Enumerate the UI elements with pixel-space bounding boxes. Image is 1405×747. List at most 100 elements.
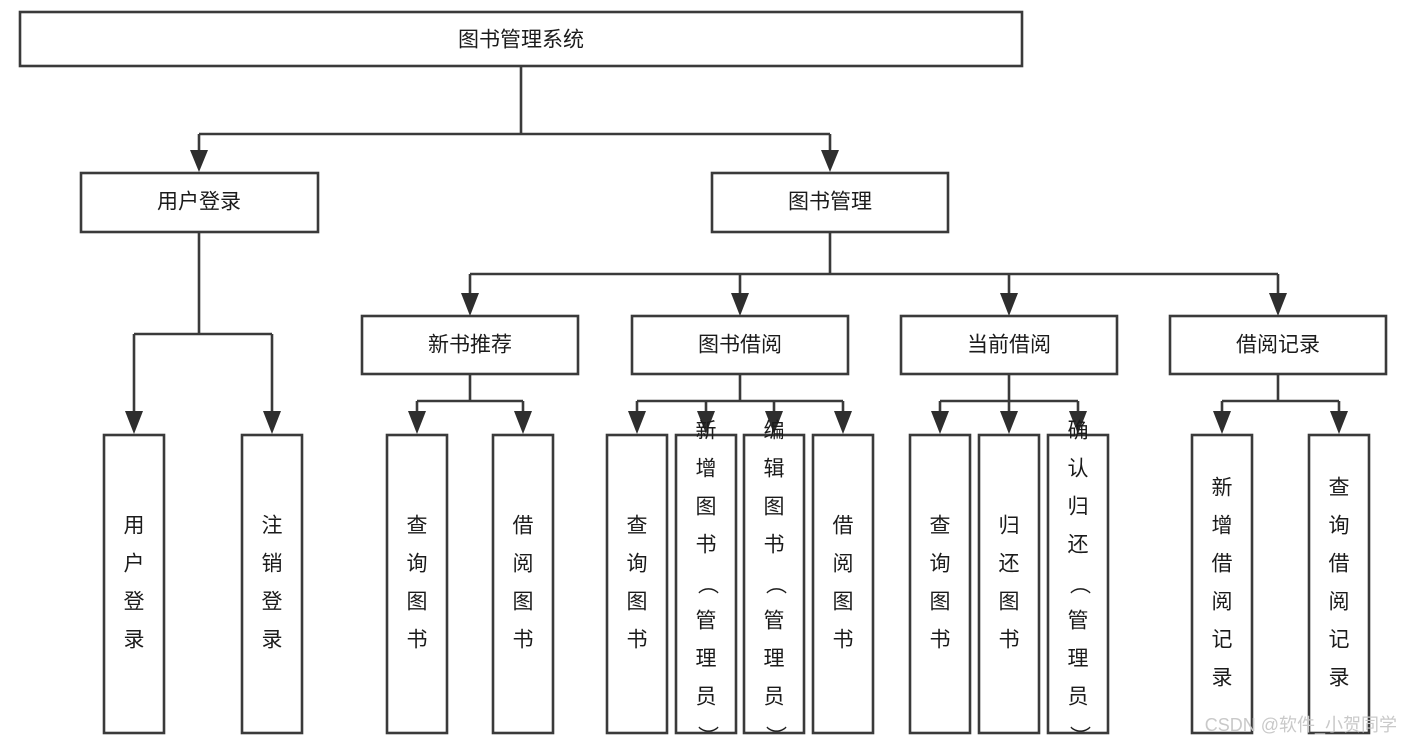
svg-text:用: 用 [124,515,145,538]
leaf-new-book-0-box[interactable] [385,433,449,735]
svg-text:查: 查 [627,515,648,538]
node-book-manage-box[interactable] [710,171,950,234]
leaf-book-borrow-1-box[interactable] [674,433,738,735]
watermark-label: CSDN @软件_小贺同学 [1205,715,1397,736]
svg-text:查: 查 [407,515,428,538]
node-book-manage-label: 图书管理 [788,191,872,214]
svg-text:书: 书 [627,629,648,652]
node-user-login[interactable]: 用户登录 [79,171,320,234]
leaf-new-book-1-box[interactable] [491,433,555,735]
svg-text:员: 员 [696,686,717,709]
arrow-icon-bookborrow-child-2 [697,411,715,434]
node-new-book-recommend-box[interactable] [360,314,580,376]
leaf-book-borrow-0-box[interactable] [605,433,669,735]
svg-text:理: 理 [696,648,717,671]
svg-text:借: 借 [1329,553,1350,576]
svg-text:管: 管 [1068,610,1089,633]
svg-text:借: 借 [1212,553,1233,576]
svg-text:图: 图 [407,591,428,614]
arrow-icon-bookborrow-child-1 [628,411,646,434]
node-borrow-record-label: 借阅记录 [1236,334,1320,357]
arrow-icon-currentborrow-child-2 [1000,411,1018,434]
svg-text:归: 归 [1068,496,1089,519]
node-root-system[interactable]: 图书管理系统 [18,10,1024,68]
node-borrow-record[interactable]: 借阅记录 [1168,314,1388,376]
leaf-book-borrow-2-box[interactable] [742,433,806,735]
leaf-user-login-0-box[interactable] [102,433,166,735]
svg-text:询: 询 [930,553,951,576]
svg-text:阅: 阅 [513,553,534,576]
svg-text:登: 登 [124,591,145,614]
leaf-user-login-1-box[interactable] [240,433,304,735]
svg-text:）: ） [695,726,718,747]
node-root-system-box[interactable] [18,10,1024,68]
node-current-borrow-box[interactable] [899,314,1119,376]
svg-text:管: 管 [696,610,717,633]
leaf-user-login-0[interactable]: 用户登录 [102,433,166,735]
svg-text:阅: 阅 [1329,591,1350,614]
svg-text:录: 录 [1329,667,1350,690]
leaf-user-login-0-label: 用户登录 [124,515,145,652]
svg-text:新: 新 [696,420,717,443]
leaf-current-borrow-2-box[interactable] [1046,433,1110,735]
node-book-borrow[interactable]: 图书借阅 [630,314,850,376]
svg-text:书: 书 [696,534,717,557]
svg-text:管: 管 [764,610,785,633]
node-user-login-box[interactable] [79,171,320,234]
arrow-icon-currentborrow-child-1 [931,411,949,434]
node-borrow-record-box[interactable] [1168,314,1388,376]
svg-text:录: 录 [262,629,283,652]
leaf-current-borrow-1-box[interactable] [977,433,1041,735]
svg-text:还: 还 [999,553,1020,576]
leaf-current-borrow-0-box[interactable] [908,433,972,735]
svg-text:阅: 阅 [833,553,854,576]
node-current-borrow[interactable]: 当前借阅 [899,314,1119,376]
svg-text:书: 书 [930,629,951,652]
svg-text:注: 注 [262,515,283,538]
node-new-book-recommend[interactable]: 新书推荐 [360,314,580,376]
arrow-icon-borrowrecord-child-2 [1330,411,1348,434]
svg-text:认: 认 [1068,458,1089,481]
svg-text:记: 记 [1212,629,1233,652]
svg-text:还: 还 [1068,534,1089,557]
leaf-borrow-record-1-box[interactable] [1307,433,1371,735]
node-book-borrow-box[interactable] [630,314,850,376]
svg-text:员: 员 [764,686,785,709]
arrow-icon-currentborrow-child-3 [1069,411,1087,434]
svg-text:（: （ [1067,574,1090,595]
leaf-borrow-record-0-box[interactable] [1190,433,1254,735]
arrow-icon-bookborrow-child-4 [834,411,852,434]
svg-text:图: 图 [696,496,717,519]
svg-text:录: 录 [1212,667,1233,690]
leaf-book-borrow-3-box[interactable] [811,433,875,735]
arrowhead-layer [125,150,1348,434]
node-current-borrow-label: 当前借阅 [967,334,1051,357]
node-book-manage[interactable]: 图书管理 [710,171,950,234]
svg-text:询: 询 [407,553,428,576]
svg-text:（: （ [763,574,786,595]
svg-text:书: 书 [513,629,534,652]
svg-text:理: 理 [764,648,785,671]
arrow-icon-root-to-book-manage [821,150,839,172]
